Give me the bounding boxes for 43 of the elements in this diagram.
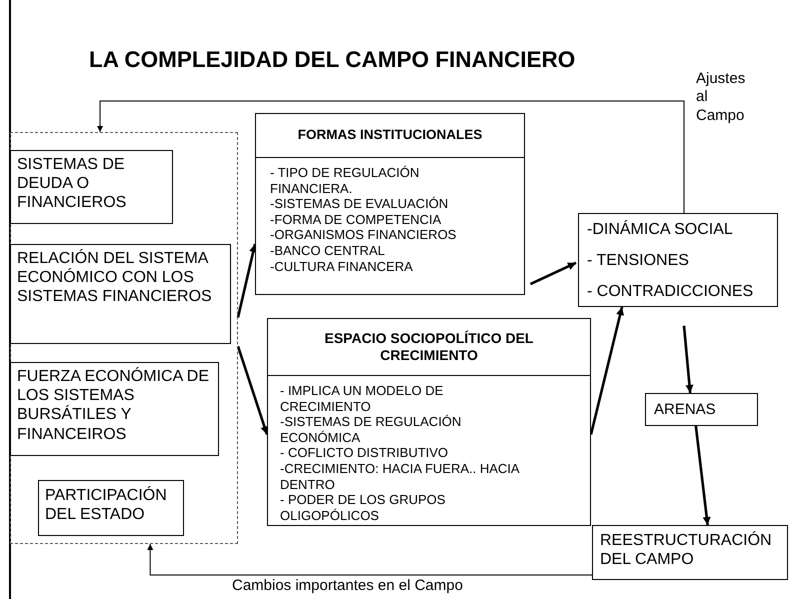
list-item: -CULTURA FINANCERA bbox=[270, 258, 414, 274]
arrow bbox=[682, 326, 694, 394]
arrow bbox=[590, 306, 624, 435]
process-box bbox=[10, 150, 173, 224]
process-box bbox=[10, 362, 219, 456]
box-text: RELACIÓN DEL SISTEMA ECONÓMICO CON LOS SISTEMAS FINANCIEROS bbox=[17, 249, 213, 307]
box-text: FUERZA ECONÓMICA DE LOS SISTEMAS BURSÁTILES Y FINANCEIROS bbox=[17, 367, 210, 444]
arrow bbox=[530, 262, 577, 286]
list-item: - PODER DE LOS GRUPOS OLIGOPÓLICOS bbox=[280, 492, 446, 524]
heading-text: ESPACIO SOCIOPOLÍTICO DEL CRECIMIENTO bbox=[324, 330, 534, 364]
arrow bbox=[147, 544, 592, 576]
list-item: -CRECIMIENTO: HACIA FUERA.. HACIA DENTRO bbox=[280, 460, 520, 492]
list-item: - IMPLICA UN MODELO DE CRECIMIENTO bbox=[280, 383, 444, 414]
process-box bbox=[592, 525, 788, 580]
list-item: - TENSIONES bbox=[587, 251, 690, 270]
list-item: -BANCO CENTRAL bbox=[270, 242, 386, 259]
diagram-title: LA COMPLEJIDAD DEL CAMPO FINANCIERO bbox=[89, 47, 576, 73]
box-text: SISTEMAS DE DEUDA O FINANCIEROS bbox=[17, 155, 128, 213]
list-item: - TIPO DE REGULACIÓN FINANCIERA. bbox=[270, 165, 420, 196]
box-text: PARTICIPACIÓN DEL ESTADO bbox=[45, 486, 168, 524]
box-text: REESTRUCTURACIÓN DEL CAMPO bbox=[600, 531, 773, 570]
process-box bbox=[645, 393, 758, 426]
edge-label: Ajustes al Campo bbox=[696, 70, 746, 125]
list-item: - COFLICTO DISTRIBUTIVO bbox=[280, 445, 450, 461]
process-box bbox=[255, 113, 525, 295]
list-item: -SISTEMAS DE EVALUACIÓN bbox=[270, 196, 450, 212]
dashed-group-box bbox=[10, 132, 238, 544]
process-box bbox=[38, 480, 184, 536]
process-box bbox=[267, 318, 591, 526]
box-text: ARENAS bbox=[654, 401, 717, 419]
heading-text: FORMAS INSTITUCIONALES bbox=[298, 127, 482, 144]
list-item: -DINÁMICA SOCIAL bbox=[587, 220, 734, 240]
arrow bbox=[236, 244, 258, 318]
list-item: -FORMA DE COMPETENCIA bbox=[270, 212, 442, 228]
process-box bbox=[10, 244, 231, 344]
arrow bbox=[694, 426, 711, 526]
edge-label: Cambios importantes en el Campo bbox=[232, 577, 463, 596]
list-item: -SISTEMAS DE REGULACIÓN ECONÓMICA bbox=[280, 414, 462, 446]
list-item: - CONTRADICCIONES bbox=[587, 282, 754, 302]
process-box bbox=[578, 213, 778, 307]
list-item: -ORGANISMOS FINANCIEROS bbox=[270, 227, 458, 243]
arrow bbox=[97, 100, 684, 214]
arrow bbox=[236, 346, 268, 435]
